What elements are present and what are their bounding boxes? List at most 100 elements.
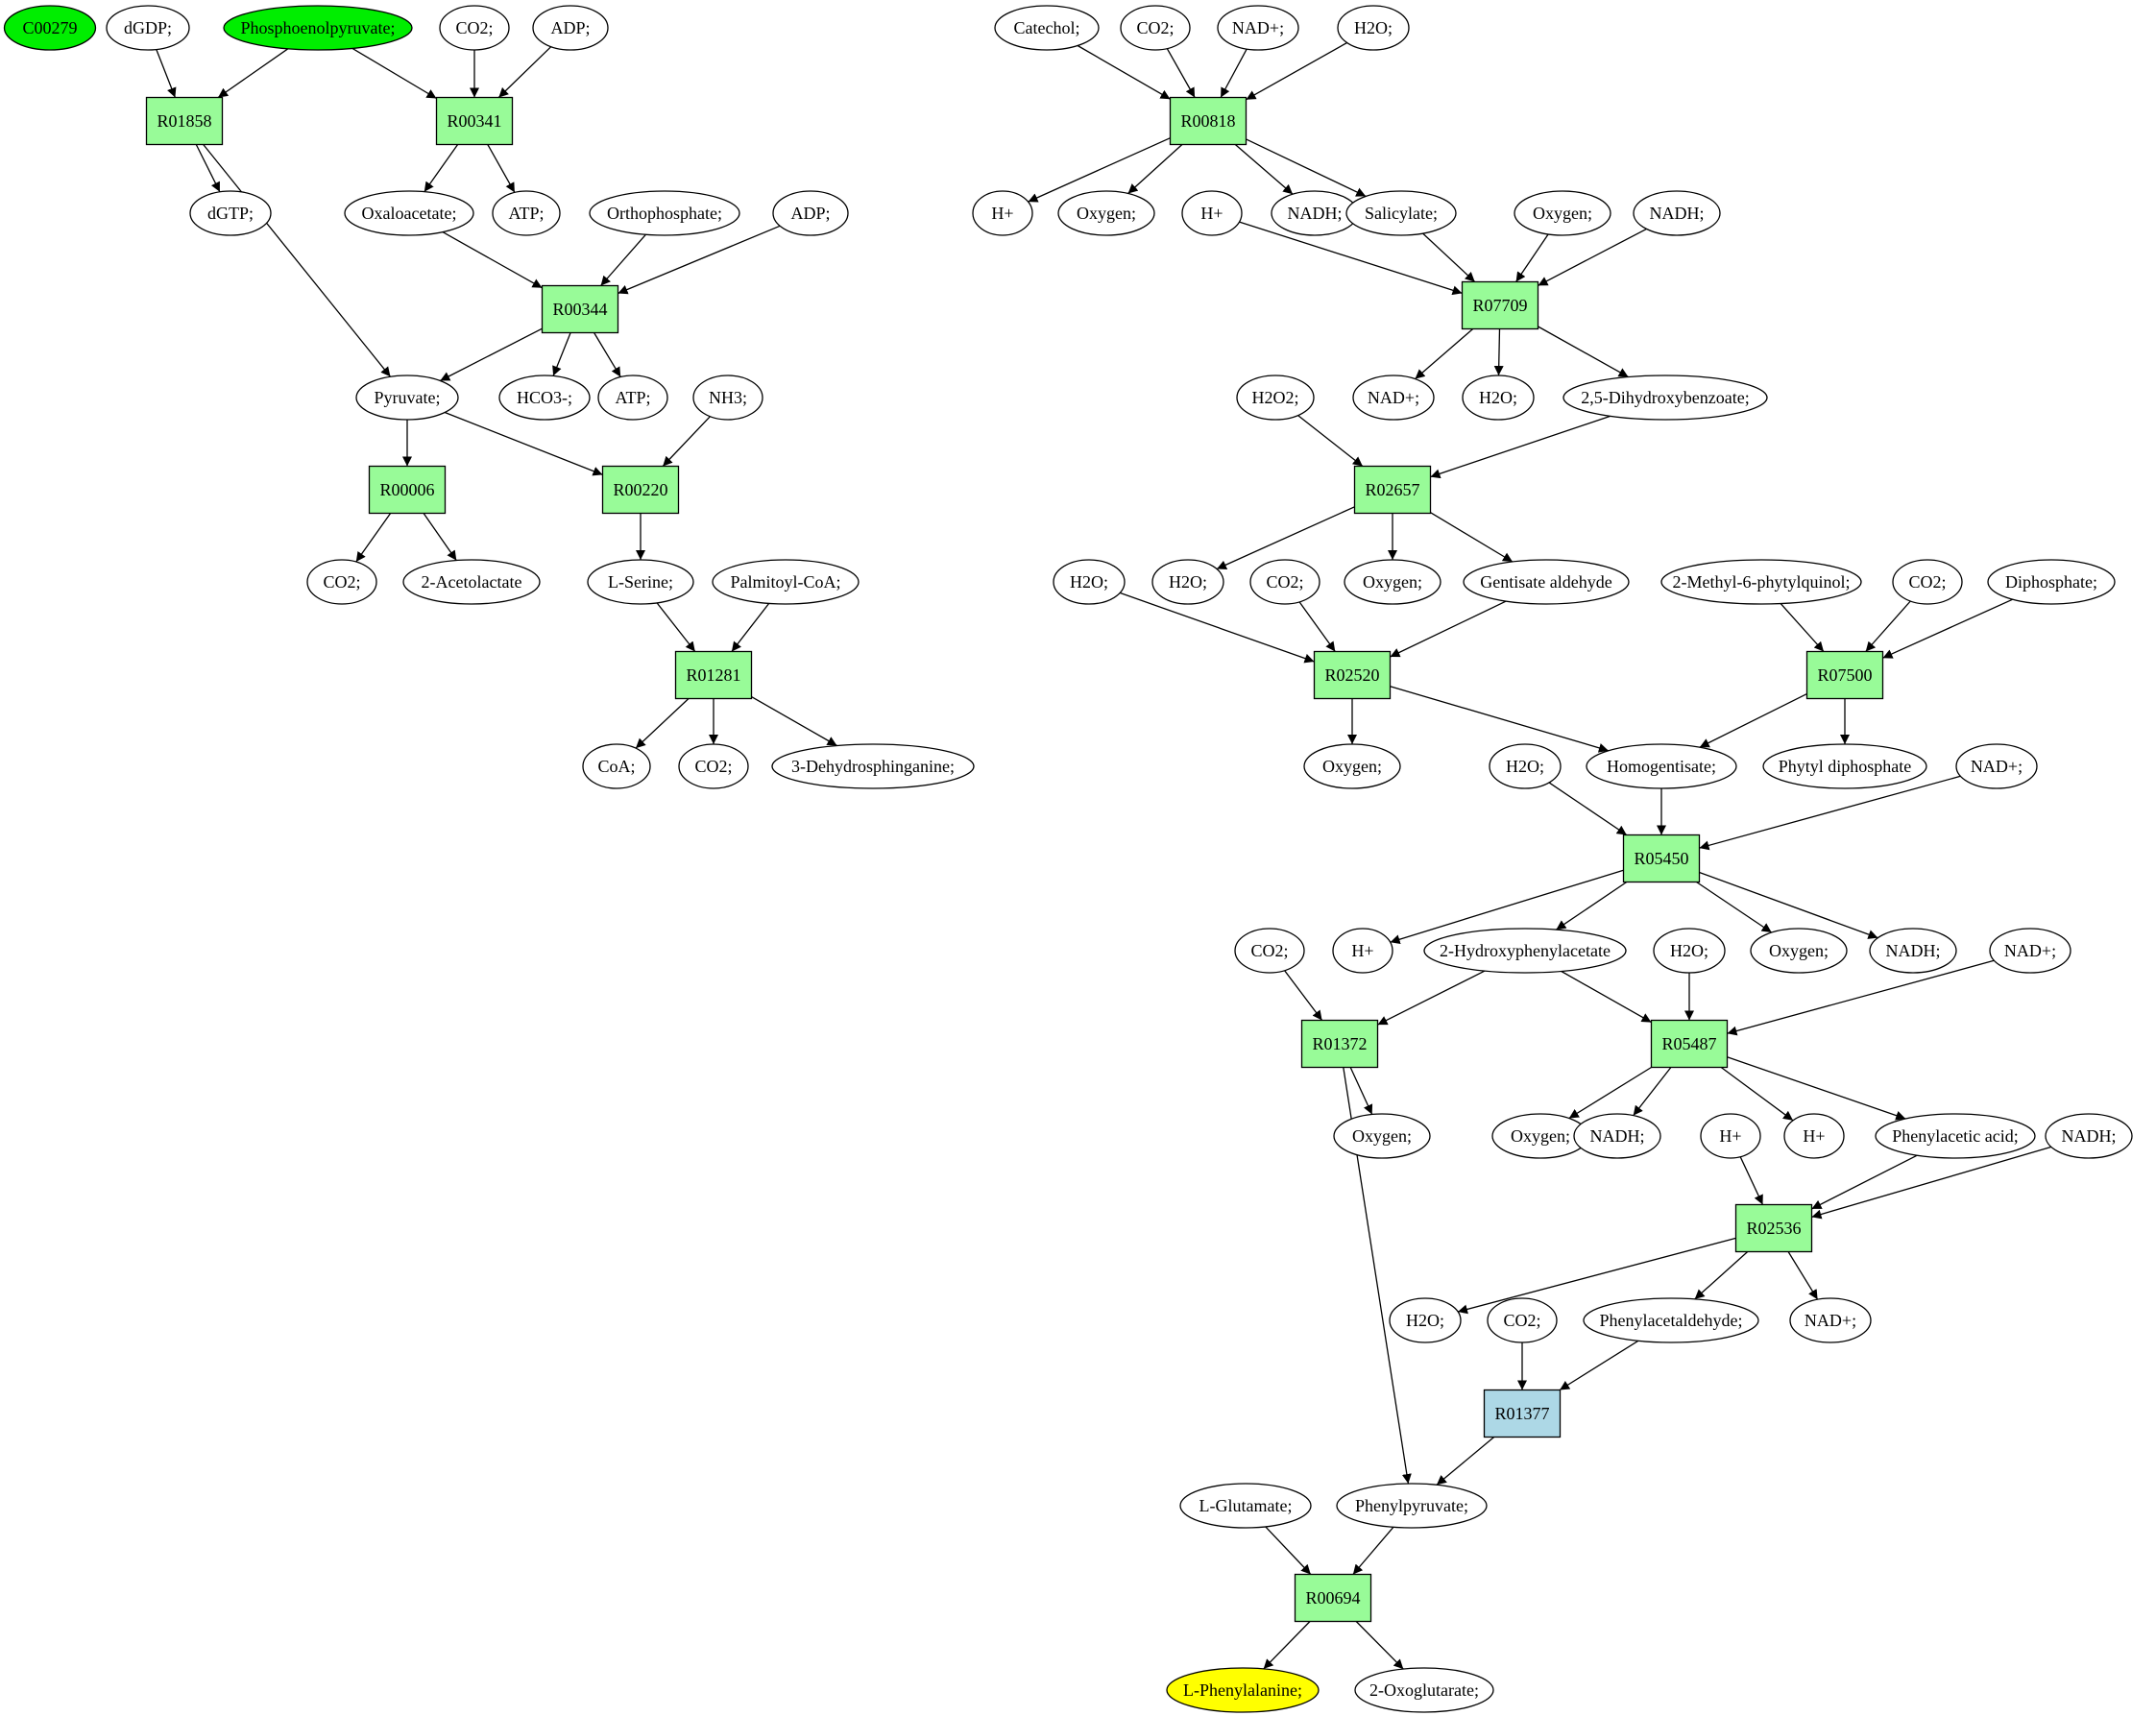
reaction-node-r01372[interactable]: R01372 — [1300, 1019, 1379, 1069]
compound-node-oxoglutarate[interactable]: 2-Oxoglutarate; — [1354, 1667, 1494, 1713]
compound-ellipse — [1562, 375, 1768, 421]
compound-node-oxygen-d[interactable]: Oxygen; — [1303, 743, 1401, 789]
reaction-node-r00344[interactable]: R00344 — [541, 284, 619, 334]
reaction-node-r01858[interactable]: R01858 — [145, 96, 224, 146]
compound-node-phytyldp[interactable]: Phytyl diphosphate — [1762, 743, 1927, 789]
compound-node-h2o-e[interactable]: H2O; — [1489, 743, 1562, 789]
compound-node-lphenylalanine[interactable]: L-Phenylalanine; — [1166, 1667, 1320, 1713]
reaction-node-r00818[interactable]: R00818 — [1169, 96, 1248, 146]
compound-node-dihydroxybenzoate[interactable]: 2,5-Dihydroxybenzoate; — [1562, 375, 1768, 421]
compound-node-oxygen-g[interactable]: Oxygen; — [1491, 1113, 1589, 1159]
compound-node-oxygen-e[interactable]: Oxygen; — [1750, 928, 1848, 974]
compound-node-h2o-d[interactable]: H2O; — [1151, 559, 1224, 605]
compound-node-phenylpyruvate[interactable]: Phenylpyruvate; — [1336, 1483, 1488, 1529]
compound-node-hp-b[interactable]: H+ — [1181, 190, 1243, 236]
compound-node-catechol[interactable]: Catechol; — [994, 5, 1100, 51]
compound-node-h2o-b[interactable]: H2O; — [1462, 375, 1535, 421]
compound-node-gentisate[interactable]: Gentisate aldehyde — [1463, 559, 1630, 605]
compound-node-oxygen-f[interactable]: Oxygen; — [1333, 1113, 1431, 1159]
compound-node-hp-a[interactable]: H+ — [972, 190, 1033, 236]
compound-node-h2o-f[interactable]: H2O; — [1653, 928, 1726, 974]
compound-node-nadh-a[interactable]: NADH; — [1271, 190, 1359, 236]
compound-node-acetolactate[interactable]: 2-Acetolactate — [402, 559, 541, 605]
reaction-node-r01281[interactable]: R01281 — [674, 650, 753, 700]
reaction-box — [674, 650, 753, 700]
compound-node-diphosphate[interactable]: Diphosphate; — [1987, 559, 2116, 605]
compound-node-nadp-a[interactable]: NAD+; — [1217, 5, 1299, 51]
compound-node-phenylaceticacid[interactable]: Phenylacetic acid; — [1875, 1113, 2036, 1159]
compound-node-co2-e[interactable]: CO2; — [1249, 559, 1320, 605]
compound-node-co2-d[interactable]: CO2; — [1120, 5, 1191, 51]
compound-node-dehydrosphinganine[interactable]: 3-Dehydrosphinganine; — [771, 743, 975, 789]
compound-node-pep[interactable]: Phosphoenolpyruvate; — [223, 5, 413, 51]
compound-node-salicylate[interactable]: Salicylate; — [1345, 190, 1457, 236]
compound-node-nadh-d[interactable]: NADH; — [1573, 1113, 1661, 1159]
compound-node-nadp-e[interactable]: NAD+; — [1789, 1297, 1872, 1343]
compound-node-h2o2[interactable]: H2O2; — [1236, 375, 1315, 421]
reaction-node-r00006[interactable]: R00006 — [368, 465, 447, 515]
compound-ellipse — [1337, 5, 1410, 51]
edge-R02520-to-c_Homogentisate — [1390, 686, 1610, 753]
compound-label: H+ — [991, 204, 1013, 223]
compound-node-adp-b[interactable]: ADP; — [772, 190, 849, 236]
compound-node-lglutamate[interactable]: L-Glutamate; — [1179, 1483, 1312, 1529]
compound-node-co2-c[interactable]: CO2; — [678, 743, 749, 789]
compound-node-oxygen-b[interactable]: Oxygen; — [1514, 190, 1611, 236]
compound-node-hp-c[interactable]: H+ — [1332, 928, 1393, 974]
compound-node-c00279[interactable]: C00279 — [3, 5, 97, 51]
compound-node-oxaloacetate[interactable]: Oxaloacetate; — [344, 190, 474, 236]
compound-node-phenylacetaldehyde[interactable]: Phenylacetaldehyde; — [1583, 1297, 1759, 1343]
compound-node-co2-b[interactable]: CO2; — [306, 559, 377, 605]
compound-node-co2-g[interactable]: CO2; — [1234, 928, 1305, 974]
compound-node-atp-b[interactable]: ATP; — [597, 375, 668, 421]
compound-node-h2o-g[interactable]: H2O; — [1389, 1297, 1462, 1343]
compound-node-co2-f[interactable]: CO2; — [1892, 559, 1963, 605]
reaction-node-r02657[interactable]: R02657 — [1353, 465, 1432, 515]
compound-label: Oxygen; — [1769, 941, 1829, 960]
compound-node-oxygen-a[interactable]: Oxygen; — [1057, 190, 1155, 236]
reaction-node-r02536[interactable]: R02536 — [1734, 1203, 1813, 1253]
compound-ellipse — [1489, 743, 1562, 789]
compound-node-hco3[interactable]: HCO3-; — [498, 375, 591, 421]
compound-node-dgdp[interactable]: dGDP; — [106, 5, 190, 51]
compound-node-nh3[interactable]: NH3; — [692, 375, 763, 421]
compound-node-co2-a[interactable]: CO2; — [439, 5, 510, 51]
compound-node-nadh-b[interactable]: NADH; — [1633, 190, 1721, 236]
reaction-node-r07709[interactable]: R07709 — [1461, 280, 1539, 330]
edge-R01372-to-c_Oxygen_f — [1349, 1067, 1373, 1115]
compound-node-nadp-c[interactable]: NAD+; — [1955, 743, 2038, 789]
compound-node-oxygen-c[interactable]: Oxygen; — [1344, 559, 1441, 605]
compound-node-orthophosphate[interactable]: Orthophosphate; — [589, 190, 740, 236]
compound-node-nadh-e[interactable]: NADH; — [2045, 1113, 2133, 1159]
compound-node-palmitoylcoa[interactable]: Palmitoyl-CoA; — [712, 559, 860, 605]
reaction-node-r00341[interactable]: R00341 — [435, 96, 514, 146]
edge-c_Gentisate-to-R02520 — [1390, 600, 1507, 658]
reaction-node-r02520[interactable]: R02520 — [1313, 650, 1392, 700]
compound-node-nadp-b[interactable]: NAD+; — [1352, 375, 1435, 421]
compound-node-atp-a[interactable]: ATP; — [492, 190, 561, 236]
compound-node-co2-h[interactable]: CO2; — [1487, 1297, 1558, 1343]
compound-node-hp-e[interactable]: H+ — [1783, 1113, 1845, 1159]
compound-ellipse — [994, 5, 1100, 51]
compound-node-adp-a[interactable]: ADP; — [532, 5, 609, 51]
reaction-node-r00220[interactable]: R00220 — [601, 465, 680, 515]
compound-node-dgtp[interactable]: dGTP; — [189, 190, 272, 236]
compound-node-phytylquinol[interactable]: 2-Methyl-6-phytylquinol; — [1660, 559, 1862, 605]
compound-node-hp-d[interactable]: H+ — [1700, 1113, 1761, 1159]
reaction-node-r05450[interactable]: R05450 — [1622, 834, 1701, 883]
reaction-node-r00694[interactable]: R00694 — [1294, 1573, 1372, 1623]
compound-node-coa[interactable]: CoA; — [582, 743, 651, 789]
compound-node-h2o-c[interactable]: H2O; — [1053, 559, 1126, 605]
compound-node-pyruvate[interactable]: Pyruvate; — [355, 375, 459, 421]
compound-node-lserine[interactable]: L-Serine; — [587, 559, 694, 605]
compound-node-homogentisate[interactable]: Homogentisate; — [1586, 743, 1737, 789]
reaction-node-r05487[interactable]: R05487 — [1650, 1019, 1729, 1069]
compound-node-h2o-a[interactable]: H2O; — [1337, 5, 1410, 51]
edge-R02536-to-c_Phenylacetaldehyde — [1694, 1251, 1749, 1300]
reaction-node-r01377[interactable]: R01377 — [1483, 1389, 1562, 1438]
compound-node-nadp-d[interactable]: NAD+; — [1989, 928, 2071, 974]
compound-node-nadh-c[interactable]: NADH; — [1869, 928, 1957, 974]
edge-c_H2O_e-to-R05450 — [1548, 782, 1628, 836]
reaction-node-r07500[interactable]: R07500 — [1805, 650, 1884, 700]
compound-node-hpa[interactable]: 2-Hydroxyphenylacetate — [1423, 928, 1627, 974]
